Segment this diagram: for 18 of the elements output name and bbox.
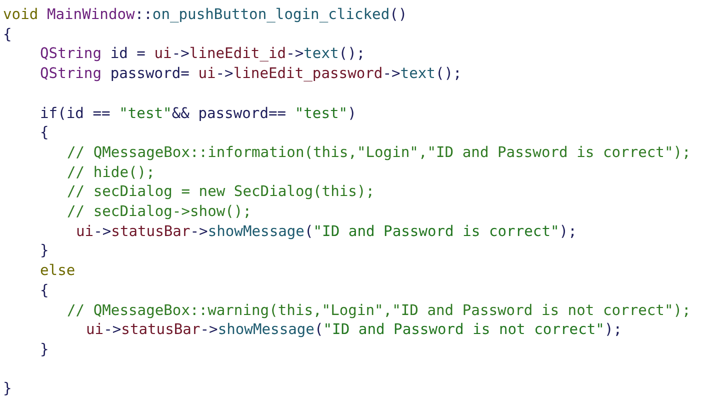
code-line: { [40, 124, 49, 142]
code-comment: // secDialog = new SecDialog(this); [67, 183, 375, 202]
code-line: QString password= ui->lineEdit_password->text(); [40, 65, 462, 84]
code-line: if(id == "test"&& password== "test") [40, 104, 356, 122]
code-comment: // QMessageBox::information(this,"Login","ID and Password is correct"); [67, 144, 691, 162]
code-line: { [40, 282, 49, 300]
code-comment: // secDialog->show(); [67, 203, 252, 221]
code-line: } [3, 380, 12, 398]
code-line: QString id = ui->lineEdit_id->text(); [40, 45, 366, 64]
code-line: { [3, 26, 12, 44]
code-line: } [40, 242, 49, 260]
code-comment: // QMessageBox::warning(this,"Login","ID and Password is not correct"); [67, 302, 691, 320]
code-comment: // hide(); [67, 164, 155, 182]
code-line: } [40, 340, 49, 359]
code-line: ui->statusBar->showMessage("ID and Password is correct"); [76, 222, 577, 241]
code-line: else [40, 262, 76, 280]
code-line: void MainWindow::on_pushButton_login_clicked() [3, 6, 408, 24]
code-line: ui->statusBar->showMessage("ID and Password is not correct"); [86, 321, 622, 340]
